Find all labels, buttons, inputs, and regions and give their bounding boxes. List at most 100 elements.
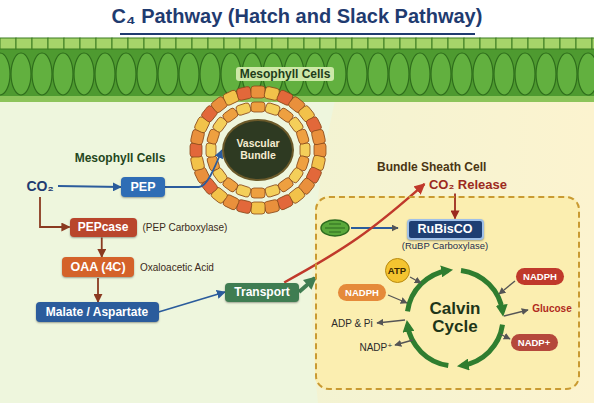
process-box: Malate / Aspartate	[36, 302, 159, 322]
epidermis-cell	[128, 38, 144, 49]
epidermis-cell	[208, 38, 224, 49]
title: C₄ Pathway (Hatch and Slack Pathway)	[0, 5, 594, 28]
mesophyll-cell	[431, 53, 451, 95]
bundle-sheath-cell	[264, 199, 280, 214]
flow-arrow	[101, 238, 103, 258]
mesophyll-cell	[11, 53, 31, 95]
flow-arrow	[159, 292, 226, 312]
epidermis-cell	[448, 38, 464, 49]
epidermis-cell	[64, 38, 80, 49]
node-text: Calvin Cycle	[419, 300, 491, 336]
process-box: Transport	[225, 283, 299, 302]
node-text: NADP+	[518, 337, 550, 348]
epidermis-cell	[432, 38, 448, 49]
process-box: PEP	[121, 177, 165, 197]
epidermis-cell	[256, 38, 272, 49]
mesophyll-cell	[368, 53, 388, 95]
calvin-cycle-ring	[408, 270, 503, 365]
bundle-sheath-cell	[300, 143, 310, 157]
node-text: PEP	[130, 180, 155, 194]
cofactor-pill: NADPH	[338, 284, 386, 301]
mesophyll-cell	[494, 53, 514, 95]
mesophyll-cell	[53, 53, 73, 95]
node-text: CO₂ Release	[429, 177, 507, 192]
epidermis-cell	[32, 38, 48, 49]
bundle-sheath-ring	[206, 102, 310, 198]
node-text: Malate / Aspartate	[46, 305, 148, 319]
epidermis-cell	[80, 38, 96, 49]
mesophyll-cell	[158, 53, 178, 95]
epidermis-cell	[176, 38, 192, 49]
epidermis-cell	[560, 38, 576, 49]
epidermis-cell	[352, 38, 368, 49]
mesophyll-cell	[473, 53, 493, 95]
node-text: RuBisCO	[418, 222, 473, 236]
epidermis-cell	[576, 38, 592, 49]
leaf-band	[0, 48, 594, 102]
node-text: NADPH	[523, 271, 557, 282]
mesophyll-cell	[74, 53, 94, 95]
epidermis-cell	[464, 38, 480, 49]
node-text: OAA (4C)	[70, 260, 125, 274]
node-caption: Bundle Sheath Cell	[377, 160, 486, 174]
bundle-sheath-cell	[311, 129, 326, 145]
epidermis-cell	[368, 38, 384, 49]
mesophyll-cell	[536, 53, 556, 95]
epidermis-cell	[496, 38, 512, 49]
title-underline	[120, 33, 475, 35]
epidermis-cell	[0, 38, 16, 49]
text-label: Mesophyll Cells	[236, 67, 335, 81]
thylakoid	[325, 224, 345, 232]
mesophyll-cell	[515, 53, 535, 95]
mesophyll-ground	[0, 38, 594, 403]
mesophyll-cells	[0, 53, 594, 95]
flow-arrow	[299, 278, 315, 292]
node-text: Vascular Bundle	[227, 138, 289, 161]
mesophyll-cell	[389, 53, 409, 95]
bundle-sheath-cell	[251, 86, 265, 98]
epidermis-cell	[160, 38, 176, 49]
bundle-sheath-cell	[251, 202, 265, 214]
node-text: CO₂	[26, 178, 53, 194]
energy-circle: ATP	[385, 258, 410, 283]
enzyme-box: PEPcase(PEP Carboxylase)	[70, 218, 137, 237]
chloroplast-icon	[321, 220, 349, 236]
mesophyll-cell	[32, 53, 52, 95]
flow-arrow	[58, 186, 121, 187]
epidermis-cell	[512, 38, 528, 49]
bundle-sheath-cell	[251, 188, 265, 198]
title-ground	[0, 0, 594, 38]
text-label: Mesophyll Cells	[72, 151, 169, 165]
cycle-center: Calvin Cycle	[415, 292, 495, 344]
cofactor-pill: NADP+	[511, 334, 558, 351]
leader-lines	[377, 277, 528, 345]
mesophyll-cell	[116, 53, 136, 95]
epidermis-cell	[320, 38, 336, 49]
epidermis	[0, 38, 594, 49]
node-caption: (PEP Carboxylase)	[143, 222, 228, 233]
node-text: Transport	[234, 285, 289, 299]
epidermis-cell	[288, 38, 304, 49]
mesophyll-cell	[452, 53, 472, 95]
flow-arrow	[97, 278, 99, 302]
node-text: NADPH	[345, 287, 379, 298]
mesophyll-cell	[95, 53, 115, 95]
epidermis-cell	[48, 38, 64, 49]
mesophyll-cell	[179, 53, 199, 95]
epidermis-cell	[304, 38, 320, 49]
epidermis-cell	[480, 38, 496, 49]
leader-line	[504, 310, 528, 316]
text-label: ADP & Pi	[331, 318, 373, 329]
epidermis-cell	[192, 38, 208, 49]
epidermis-cell	[592, 38, 594, 49]
bundle-sheath-cell	[251, 102, 265, 112]
bundle-sheath-cell	[236, 86, 252, 101]
epidermis-cell	[528, 38, 544, 49]
node-text: PEPcase	[78, 220, 129, 234]
enzyme-box: RuBisCO(RuBP Carboxylase)	[407, 219, 484, 240]
flow-arrow	[40, 197, 70, 227]
vascular-bundle: Vascular Bundle	[222, 119, 294, 181]
cofactor-pill: NADPH	[516, 268, 564, 285]
